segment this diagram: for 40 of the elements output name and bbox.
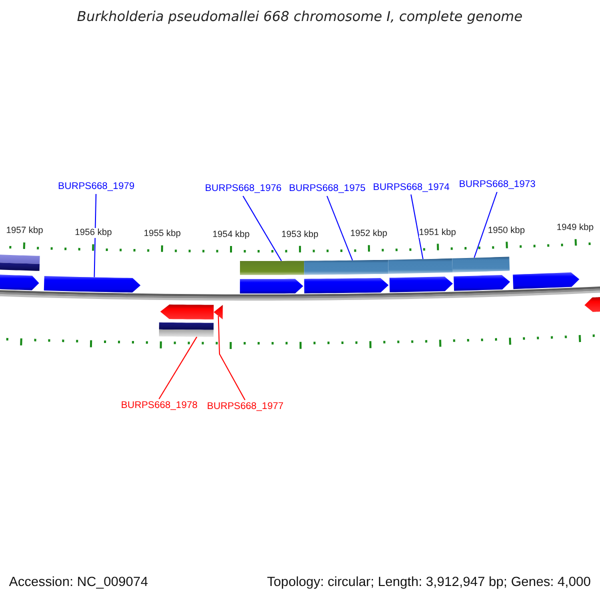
gene-label: BURPS668_1979 <box>58 181 134 193</box>
gene-feature <box>304 278 389 294</box>
gene-feature <box>454 274 510 291</box>
leader-line <box>410 194 424 260</box>
tick-label: 1957 kbp <box>6 226 44 236</box>
genome-summary-note: Topology: circular; Length: 3,912,947 bp; Genes: 4,000 <box>267 574 591 590</box>
tick-label: 1956 kbp <box>74 228 112 238</box>
feature-band <box>0 254 40 271</box>
leader-line <box>218 316 246 400</box>
gene-feature <box>512 272 580 290</box>
feature-band <box>452 256 510 272</box>
tick-label: 1949 kbp <box>556 223 594 234</box>
gene-label: BURPS668_1975 <box>289 183 366 195</box>
leader-line <box>94 194 96 278</box>
accession-note: Accession: NC_009074 <box>9 574 148 590</box>
gene-label: BURPS668_1977 <box>207 401 284 413</box>
leader-line <box>474 192 498 258</box>
tick-label: 1951 kbp <box>419 228 456 238</box>
gene-feature <box>0 274 40 290</box>
feature-band <box>388 258 453 274</box>
gene-feature <box>160 304 214 320</box>
gene-label: BURPS668_1974 <box>373 182 450 194</box>
map-title: Burkholderia pseudomallei 668 chromosome I, complete genome <box>77 9 522 26</box>
feature-band <box>240 260 304 275</box>
gene-label: BURPS668_1978 <box>121 400 198 412</box>
gene-feature <box>44 276 140 292</box>
tick-label: 1950 kbp <box>488 226 525 236</box>
tick-label: 1952 kbp <box>350 229 388 240</box>
gene-feature <box>214 304 223 320</box>
gene-feature <box>240 278 304 294</box>
gene-label: BURPS668_1973 <box>459 179 536 191</box>
tick-label: 1953 kbp <box>281 230 318 240</box>
leader-line <box>326 196 353 261</box>
feature-band <box>304 260 388 275</box>
gene-feature <box>584 297 600 312</box>
gene-feature <box>389 276 453 292</box>
tick-label: 1955 kbp <box>144 229 181 240</box>
gene-label: BURPS668_1976 <box>205 183 282 195</box>
tick-label: 1954 kbp <box>212 230 250 240</box>
feature-band <box>158 322 214 337</box>
